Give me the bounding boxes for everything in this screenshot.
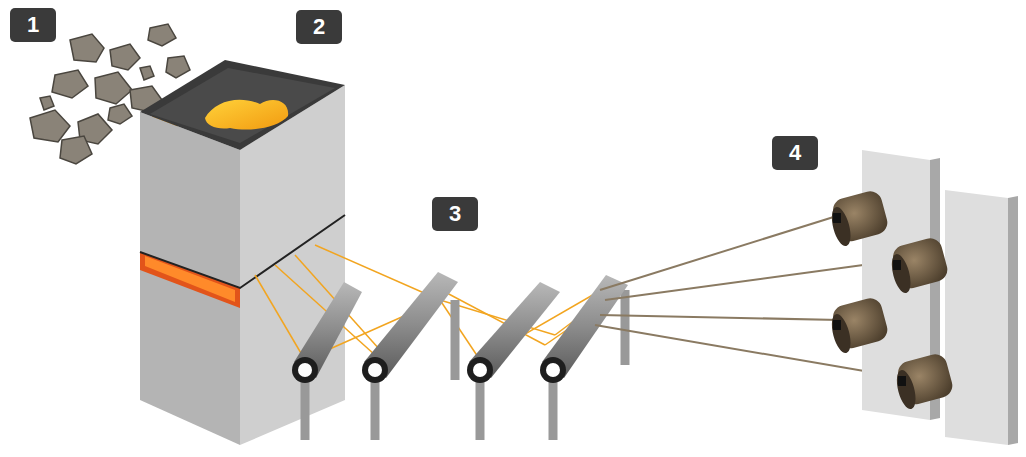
rollers	[292, 272, 628, 440]
callout-number: 4	[772, 136, 818, 170]
callout-number: 3	[432, 197, 478, 231]
fiber-spools	[828, 189, 955, 411]
furnace	[140, 60, 345, 445]
callout-number: 2	[296, 10, 342, 44]
winder-panels	[862, 150, 1018, 445]
callout-number: 1	[10, 8, 56, 42]
